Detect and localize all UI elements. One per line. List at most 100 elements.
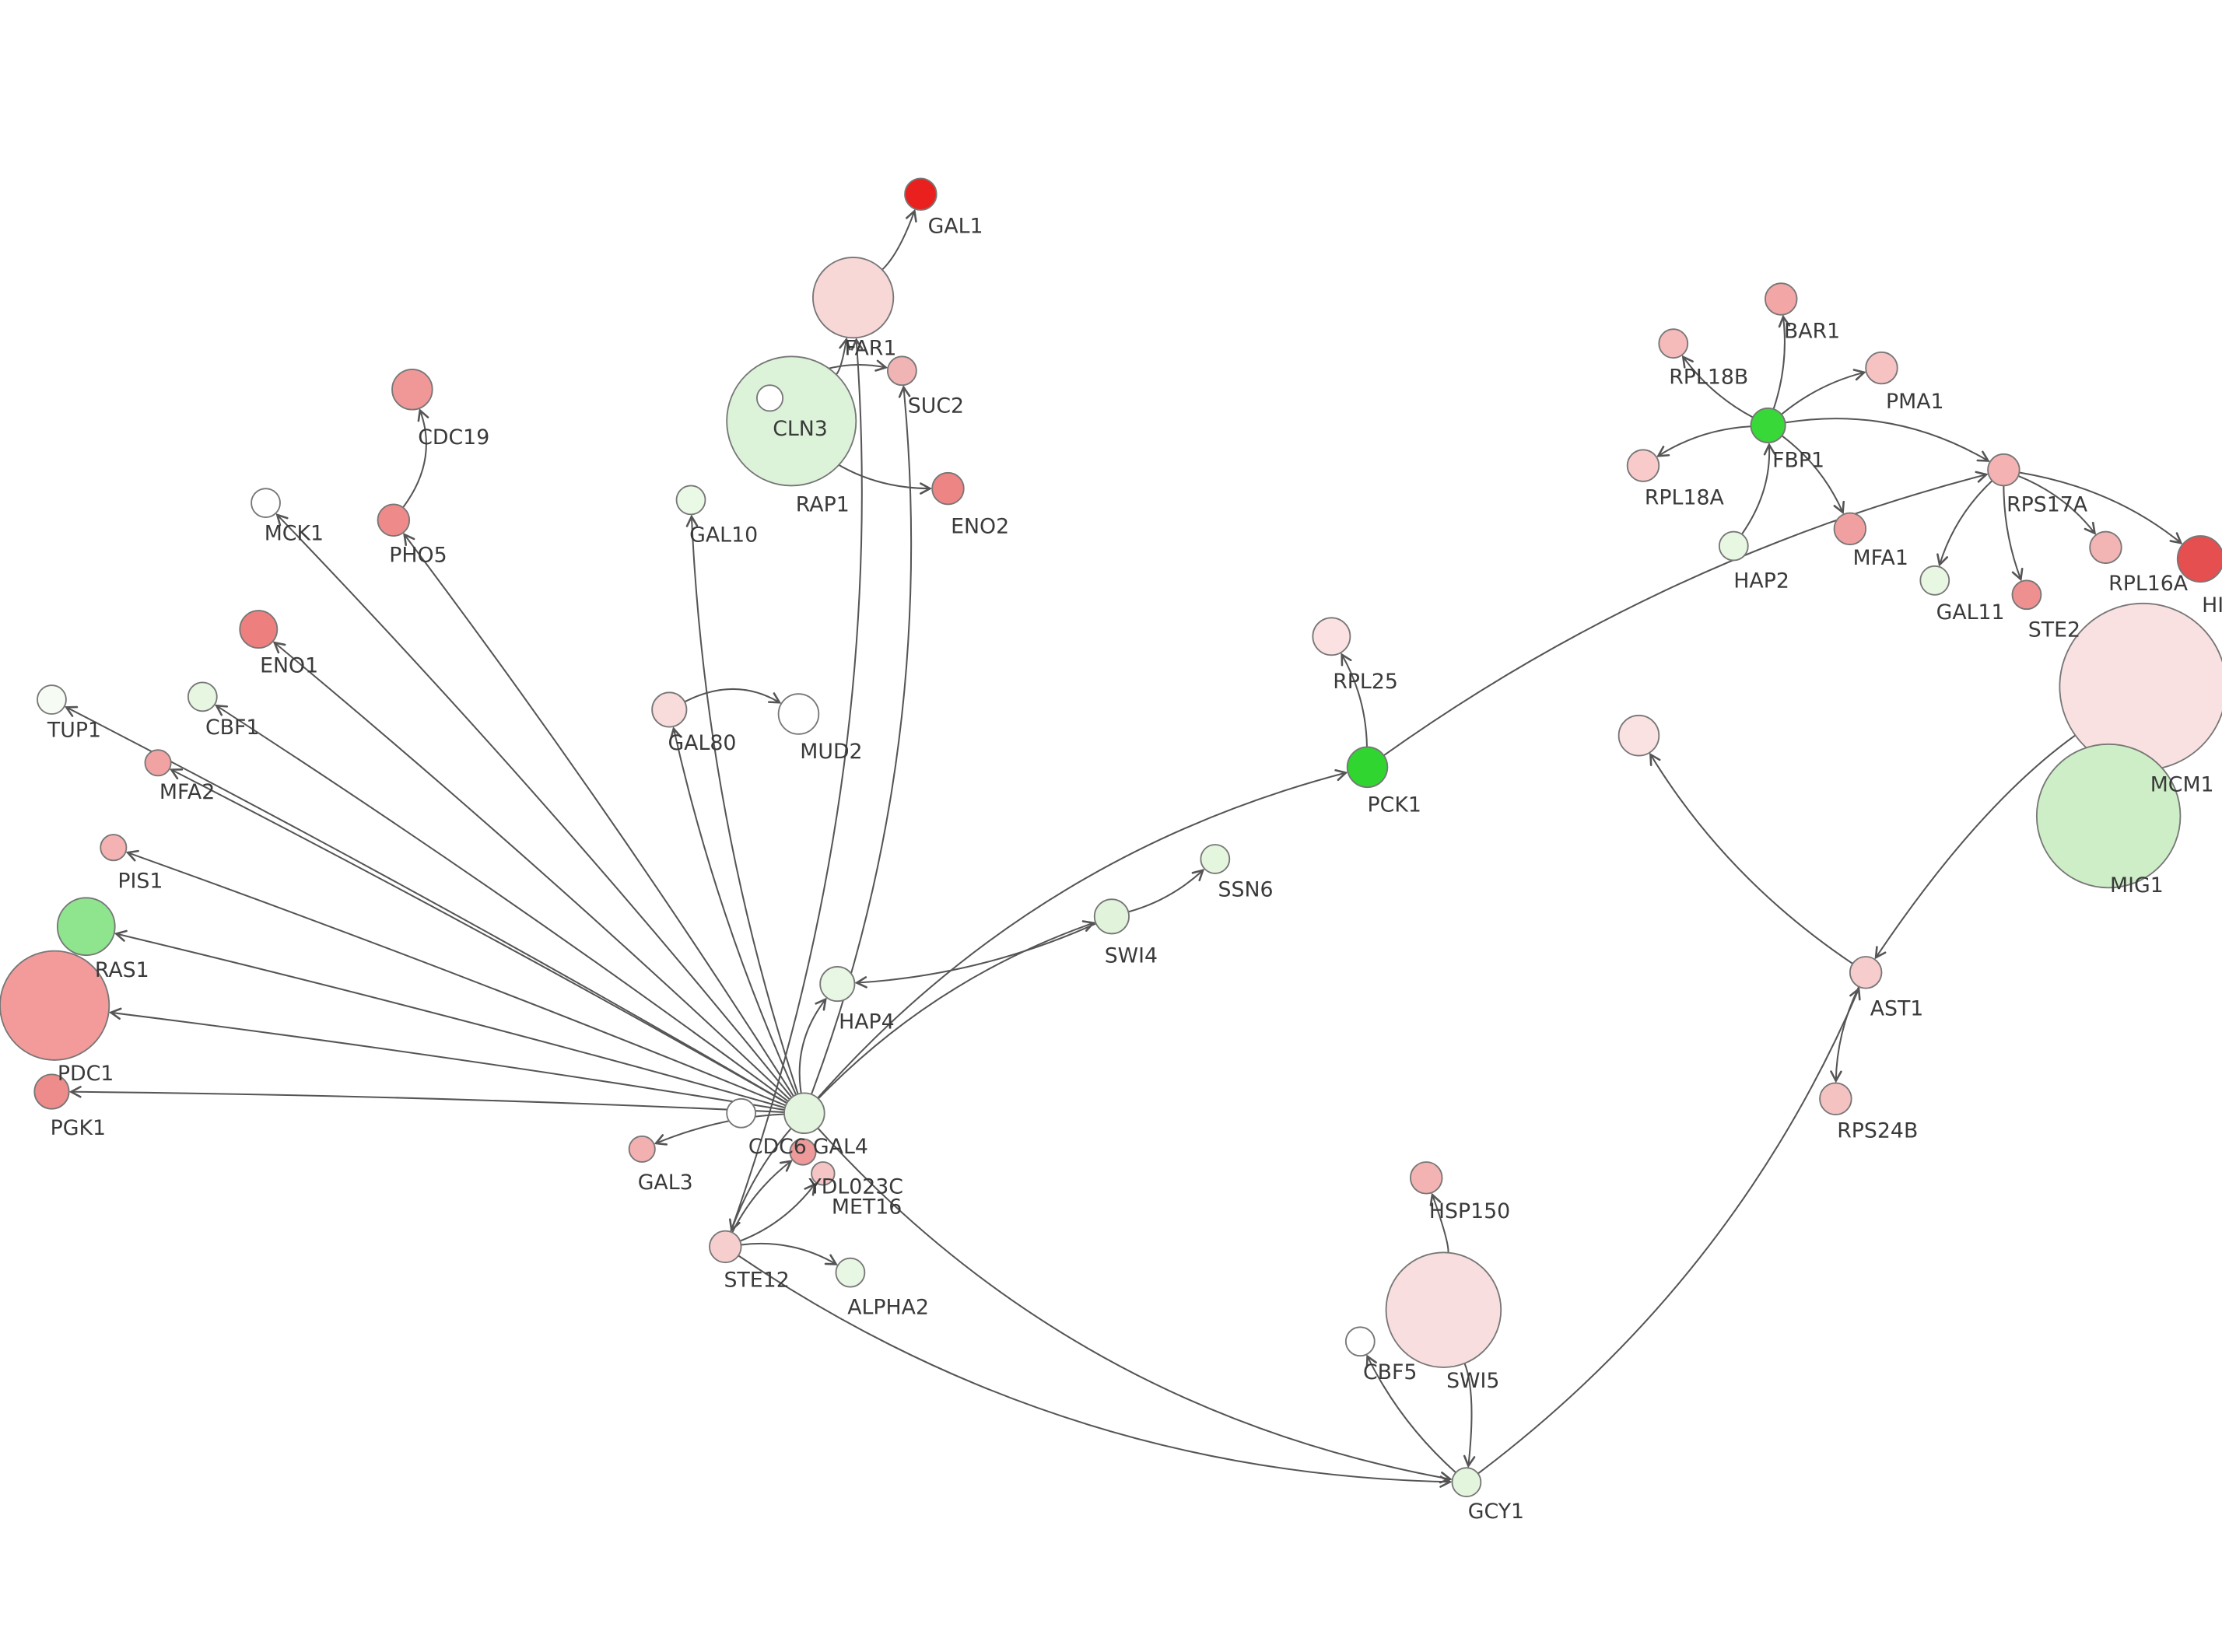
node-label-gal1: GAL1 (928, 215, 983, 239)
graph-node-gal3[interactable] (628, 1135, 656, 1163)
graph-node-cdc6[interactable] (726, 1097, 756, 1129)
graph-edge-swi4-hap4 (854, 922, 1097, 989)
graph-node-ast1[interactable] (1849, 956, 1883, 989)
graph-node-rpl16a[interactable] (2089, 530, 2122, 565)
graph-node-suc2[interactable] (887, 355, 917, 387)
graph-node-rpl18b[interactable] (1658, 328, 1689, 359)
graph-node-pck1[interactable] (1346, 746, 1389, 789)
graph-node-mfa1[interactable] (1833, 512, 1867, 546)
graph-edge-gal4-gcy1 (817, 1127, 1453, 1484)
graph-node-rps24b[interactable] (1819, 1082, 1852, 1116)
graph-edge-gal4-gal80 (669, 726, 797, 1096)
graph-node-mud2[interactable] (777, 693, 820, 735)
graph-node-rpl25[interactable] (1312, 617, 1351, 656)
graph-node-his4[interactable] (2176, 535, 2222, 583)
graph-node-gal10[interactable] (675, 485, 706, 516)
graph-node-hap4[interactable] (819, 966, 856, 1003)
node-label-tup1: TUP1 (47, 719, 101, 743)
graph-node-cbf1[interactable] (187, 681, 218, 712)
graph-node-cln3[interactable] (726, 355, 857, 487)
graph-edge-pho5-cdc19 (402, 408, 429, 509)
node-label-rpl16a: RPL16A (2108, 572, 2189, 596)
node-label-hap4: HAP4 (839, 1010, 895, 1034)
graph-node-cbf5[interactable] (1344, 1326, 1376, 1357)
graph-node-far1[interactable] (812, 257, 895, 339)
graph-edge-gal4-gal3 (654, 1113, 785, 1146)
graph-node-gal4[interactable] (783, 1092, 825, 1135)
graph-edge-fbp1-bar1 (1772, 314, 1791, 410)
graph-node-pdc1[interactable] (0, 950, 110, 1061)
graph-edge-fbp1-rpl18b (1681, 355, 1754, 418)
node-label-alpha2: ALPHA2 (847, 1296, 929, 1320)
node-label-gcy1: GCY1 (1468, 1500, 1524, 1524)
node-label-pis1: PIS1 (117, 869, 163, 893)
node-label-gal11: GAL11 (1936, 600, 2005, 625)
node-label-rps24b: RPS24B (1837, 1119, 1918, 1143)
graph-edge-rps17a-gal11 (1936, 480, 1993, 567)
graph-node-mck1[interactable] (251, 488, 281, 518)
graph-node-hap2[interactable] (1718, 530, 1749, 562)
graph-node-unnamed[interactable] (1617, 714, 1660, 757)
graph-node-pis1[interactable] (100, 834, 128, 862)
node-label-pma1: PMA1 (1886, 390, 1944, 414)
graph-edge-ste12-met16 (739, 1182, 816, 1242)
edge-layer (64, 208, 2183, 1488)
graph-node-ssn6[interactable] (1200, 844, 1231, 874)
graph-node-rps17a[interactable] (1987, 453, 2020, 487)
graph-edge-gal4-pis1 (125, 849, 787, 1107)
graph-node-gal11[interactable] (1919, 565, 1950, 596)
graph-node-fbp1[interactable] (1750, 407, 1786, 443)
graph-node-swi4[interactable] (1093, 898, 1130, 935)
node-label-ste2: STE2 (2028, 618, 2080, 642)
graph-edge-ste12-ydl023c (731, 1160, 793, 1234)
node-label-mud2: MUD2 (800, 740, 862, 764)
graph-node-ste2[interactable] (2011, 579, 2042, 611)
graph-node-mfa2[interactable] (144, 749, 172, 777)
graph-node-ste12[interactable] (709, 1230, 742, 1264)
graph-node-tup1[interactable] (37, 684, 67, 715)
graph-node-mig1[interactable] (2035, 743, 2182, 889)
graph-node-swi5[interactable] (1385, 1251, 1502, 1368)
graph-node-rap1[interactable] (756, 384, 784, 412)
graph-node-pma1[interactable] (1865, 351, 1898, 385)
graph-node-cdc19[interactable] (391, 369, 433, 411)
graph-edge-gal4-pdc1 (108, 1007, 785, 1111)
graph-node-gcy1[interactable] (1451, 1467, 1482, 1498)
graph-node-eno2[interactable] (931, 471, 965, 506)
graph-node-rpl18a[interactable] (1626, 449, 1660, 482)
graph-node-gal80[interactable] (651, 691, 688, 728)
graph-edge-gal4-ste12 (729, 1128, 792, 1232)
node-label-rap1: RAP1 (796, 493, 850, 517)
graph-node-ras1[interactable] (56, 897, 116, 957)
graph-edge-gcy1-ast1 (1477, 987, 1861, 1475)
graph-node-pho5[interactable] (377, 503, 411, 537)
graph-node-alpha2[interactable] (835, 1257, 866, 1288)
graph-edge-gal4-swi4 (818, 920, 1096, 1100)
graph-node-gal1[interactable] (904, 177, 938, 211)
graph-edge-fbp1-mfa1 (1781, 435, 1845, 515)
graph-node-bar1[interactable] (1765, 282, 1798, 316)
graph-node-eno1[interactable] (239, 610, 279, 649)
graph-edge-fbp1-rps17a (1785, 418, 1990, 462)
graph-node-hsp150[interactable] (1410, 1161, 1443, 1195)
graph-edge-gal4-hap4 (798, 997, 827, 1094)
node-label-ste12: STE12 (724, 1269, 789, 1293)
node-label-rpl25: RPL25 (1333, 670, 1398, 694)
node-label-his4: HIS4 (2202, 593, 2222, 618)
graph-edge-far1-gal1 (881, 208, 917, 271)
graph-node-mcm1[interactable] (2059, 602, 2222, 771)
graph-node-pgk1[interactable] (33, 1073, 70, 1110)
node-label-ast1: AST1 (1870, 997, 1924, 1021)
node-label-ssn6: SSN6 (1218, 877, 1274, 901)
node-label-ras1: RAS1 (95, 958, 149, 982)
graph-node-ydl023c[interactable] (789, 1138, 817, 1166)
graph-node-met16[interactable] (811, 1161, 836, 1186)
graph-edge-gal80-mud2 (684, 688, 782, 704)
graph-edge-gal4-pck1 (817, 769, 1348, 1099)
node-label-mfa2: MFA2 (159, 780, 215, 804)
graph-edge-pck1-rpl25 (1341, 653, 1368, 747)
graph-edge-mcm1-ast1 (1874, 734, 2077, 960)
node-label-gal10: GAL10 (689, 523, 758, 547)
